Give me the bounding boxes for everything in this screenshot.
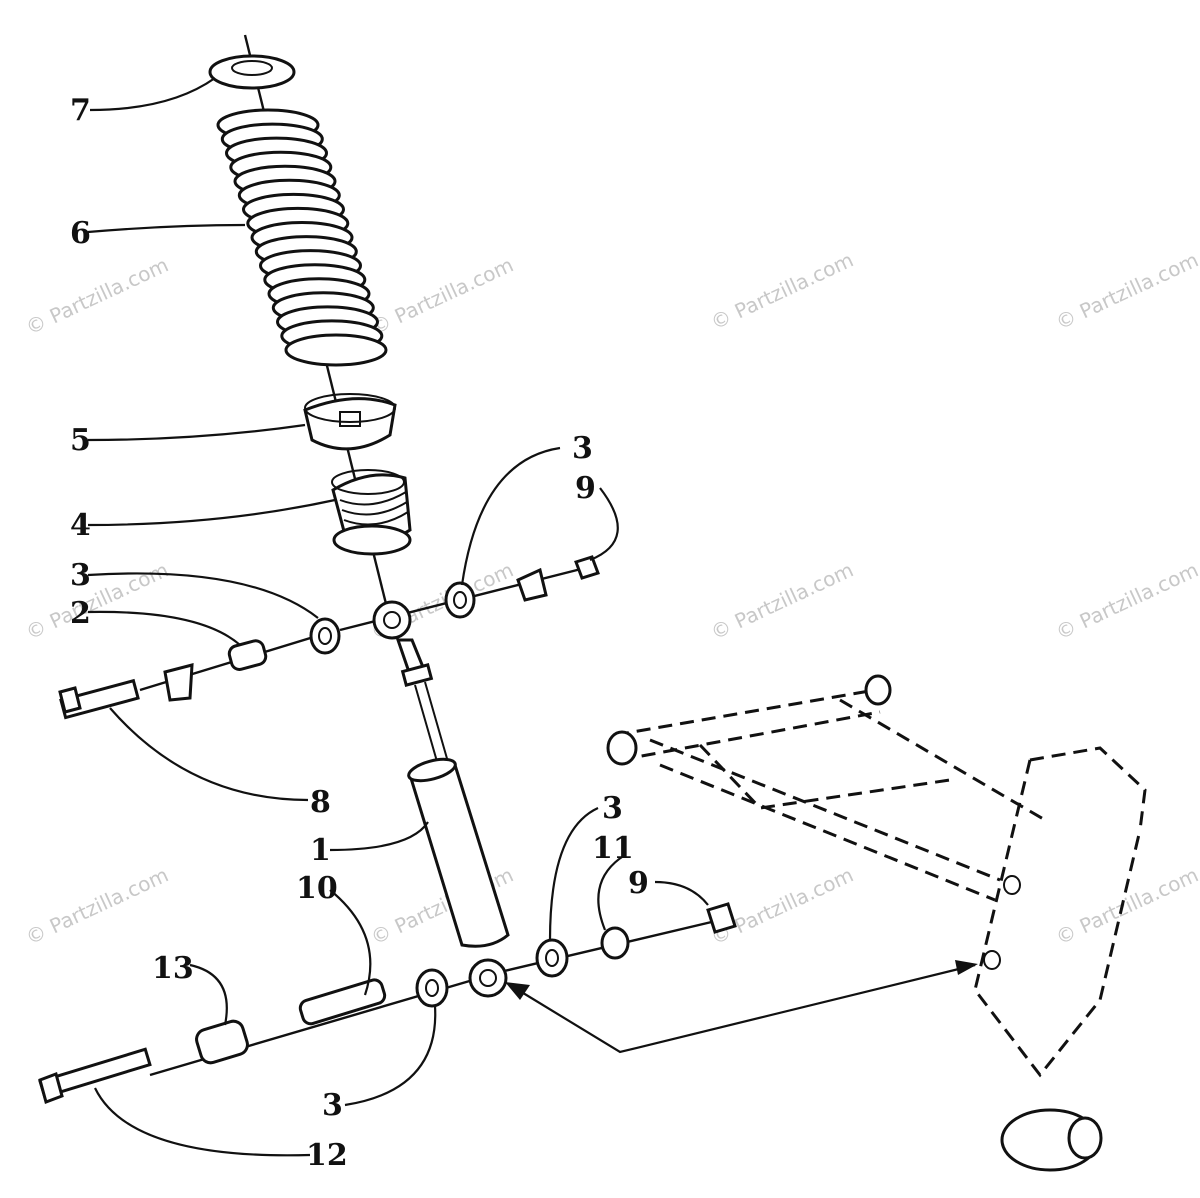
adjuster-collar-part-5: [303, 393, 397, 451]
callout-13: 13: [152, 951, 194, 986]
upper-mounting-hardware: [58, 555, 600, 720]
watermark: © Partzilla.com: [707, 248, 857, 335]
callout-3: 3: [322, 1088, 343, 1123]
callout-12: 12: [306, 1138, 348, 1173]
callout-8: 8: [310, 785, 331, 820]
lower-mounting-hardware: [38, 902, 737, 1104]
shock-absorber-part-1: [372, 600, 510, 998]
watermark: © Partzilla.com: [22, 253, 172, 340]
callout-5: 5: [70, 423, 91, 458]
watermark: © Partzilla.com: [22, 863, 172, 950]
coil-spring-part-6: [216, 108, 388, 367]
callout-4: 4: [70, 508, 91, 543]
spring-retainer-part-7: [208, 54, 296, 90]
leader-lines: [87, 77, 709, 1157]
callout-3: 3: [602, 791, 623, 826]
callout-6: 6: [70, 216, 91, 251]
callout-11: 11: [592, 831, 634, 866]
callout-3: 3: [572, 431, 593, 466]
callout-9: 9: [628, 866, 649, 901]
a-arm-frame: [606, 674, 1147, 1172]
watermark: © Partzilla.com: [1052, 248, 1200, 335]
threaded-sleeve-part-4: [331, 469, 412, 556]
callout-7: 7: [70, 93, 91, 128]
callout-3: 3: [70, 558, 91, 593]
spring-coil: [284, 333, 388, 367]
watermark: © Partzilla.com: [1052, 863, 1200, 950]
callout-10: 10: [296, 871, 338, 906]
watermark: © Partzilla.com: [707, 558, 857, 645]
watermark: © Partzilla.com: [22, 558, 172, 645]
callout-labels: 7 6 5 4 3 2 3 9 8 1 10 3 11 9 13 3 12: [70, 93, 649, 1173]
callout-9: 9: [575, 471, 596, 506]
watermark: © Partzilla.com: [1052, 558, 1200, 645]
callout-2: 2: [70, 596, 91, 631]
callout-1: 1: [310, 833, 331, 868]
mounting-arrow: [505, 960, 978, 1054]
watermark: © Partzilla.com: [367, 253, 517, 340]
